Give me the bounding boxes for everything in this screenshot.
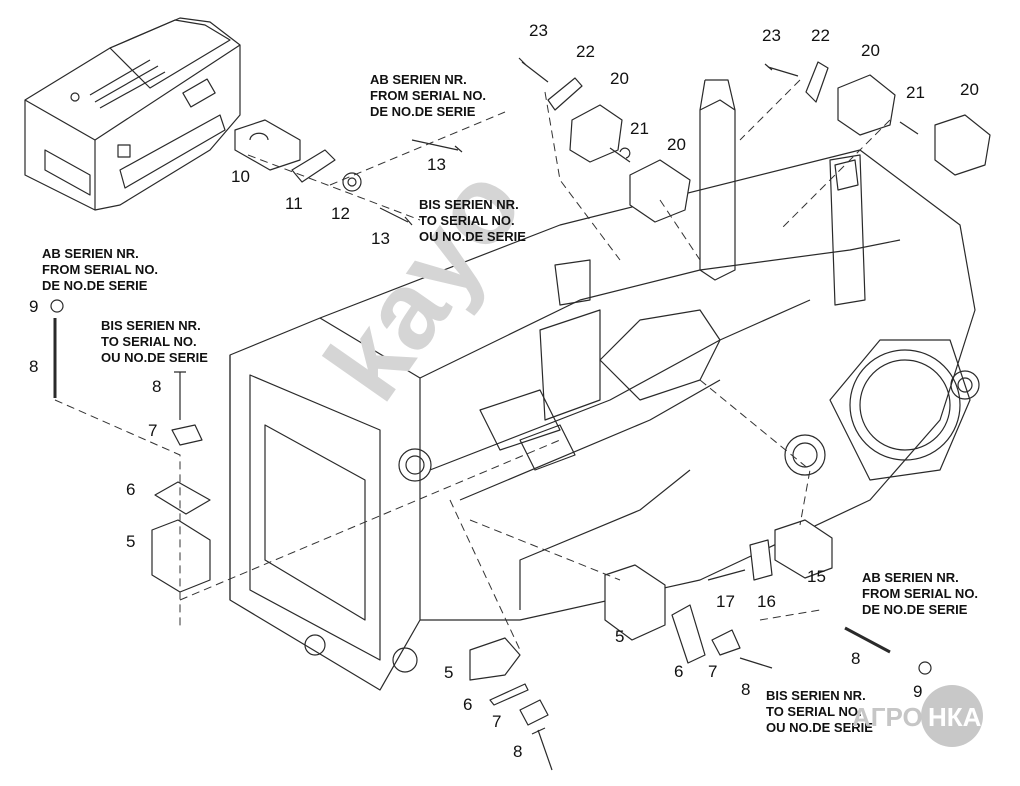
- clamp-20c: [837, 74, 896, 136]
- bolt-17: [707, 569, 746, 581]
- logo-right-text: НКА: [928, 702, 982, 732]
- bolt-8c: [531, 727, 553, 771]
- stud-21b: [899, 121, 919, 135]
- plate-6c: [671, 604, 706, 664]
- clamp-20b: [629, 159, 691, 223]
- clamp-20d: [934, 114, 991, 176]
- part-label-5: 5: [126, 532, 136, 551]
- clamp-5c: [604, 564, 666, 641]
- bolt-8b: [174, 371, 186, 420]
- part-label-8: 8: [741, 680, 751, 699]
- clamp-5b: [469, 637, 521, 681]
- note-from-serial-top: AB SERIEN NR.FROM SERIAL NO.DE NO.DE SER…: [370, 72, 487, 119]
- plate-22b: [805, 61, 829, 103]
- nut-9b: [918, 661, 932, 675]
- part-label-23: 23: [762, 26, 781, 45]
- note-from-serial-right: AB SERIEN NR.FROM SERIAL NO.DE NO.DE SER…: [862, 570, 979, 617]
- part-label-9: 9: [29, 297, 39, 316]
- bolt-13a: [411, 139, 463, 153]
- part-label-7: 7: [148, 421, 158, 440]
- part-label-8: 8: [152, 377, 162, 396]
- part-label-20: 20: [610, 69, 629, 88]
- clip-7a: [171, 424, 203, 446]
- part-label-23: 23: [529, 21, 548, 40]
- clamp-5a: [151, 519, 211, 593]
- note-to-serial-right: BIS SERIEN NR.TO SERIAL NO.OU NO.DE SERI…: [766, 688, 873, 735]
- bolt-23a: [518, 57, 549, 83]
- part-label-17: 17: [716, 592, 735, 611]
- clip-7c: [711, 629, 741, 656]
- plate-22a: [547, 77, 583, 111]
- part-label-6: 6: [674, 662, 684, 681]
- note-from-serial-left: AB SERIEN NR.FROM SERIAL NO.DE NO.DE SER…: [42, 246, 159, 293]
- part-label-21: 21: [630, 119, 649, 138]
- clip-7b: [519, 699, 549, 726]
- part-label-6: 6: [463, 695, 473, 714]
- plate-6a: [154, 481, 211, 515]
- stud-8e: [844, 626, 891, 654]
- part-label-13: 13: [371, 229, 390, 248]
- leader-lines: [54, 79, 891, 651]
- part-label-20: 20: [667, 135, 686, 154]
- part-label-21: 21: [906, 83, 925, 102]
- part-label-6: 6: [126, 480, 136, 499]
- part-label-5: 5: [615, 627, 625, 646]
- clamp-10: [234, 119, 301, 171]
- bolt-23b: [764, 63, 799, 77]
- cab-housing: [24, 17, 241, 211]
- plate-16: [749, 539, 773, 581]
- part-label-8: 8: [513, 742, 523, 761]
- plate-11: [291, 149, 336, 183]
- part-label-13: 13: [427, 155, 446, 174]
- nut-9a: [50, 299, 64, 313]
- clip-12: [342, 172, 362, 192]
- part-label-16: 16: [757, 592, 776, 611]
- note-to-serial-left: BIS SERIEN NR.TO SERIAL NO.OU NO.DE SERI…: [101, 318, 208, 365]
- note-to-serial-top: BIS SERIEN NR.TO SERIAL NO.OU NO.DE SERI…: [419, 197, 526, 244]
- part-label-8: 8: [851, 649, 861, 668]
- part-label-8: 8: [29, 357, 39, 376]
- part-label-5: 5: [444, 663, 454, 682]
- bolt-8d: [739, 657, 773, 669]
- clamp-15: [774, 519, 833, 579]
- clamp-20a: [569, 104, 623, 163]
- part-label-10: 10: [231, 167, 250, 186]
- bolt-13b: [379, 207, 413, 226]
- main-frame: [229, 79, 980, 691]
- part-label-9: 9: [913, 682, 923, 701]
- part-label-7: 7: [492, 712, 502, 731]
- plate-6b: [489, 683, 529, 706]
- part-label-15: 15: [807, 567, 826, 586]
- part-label-20: 20: [861, 41, 880, 60]
- part-label-22: 22: [811, 26, 830, 45]
- stud-21a: [609, 147, 631, 163]
- part-label-20: 20: [960, 80, 979, 99]
- logo-circle-icon: [921, 685, 983, 747]
- agronka-logo: АГРО НКА: [852, 684, 1002, 748]
- part-label-7: 7: [708, 662, 718, 681]
- part-label-12: 12: [331, 204, 350, 223]
- part-label-22: 22: [576, 42, 595, 61]
- part-label-11: 11: [285, 194, 303, 213]
- logo-left-text: АГРО: [852, 702, 923, 732]
